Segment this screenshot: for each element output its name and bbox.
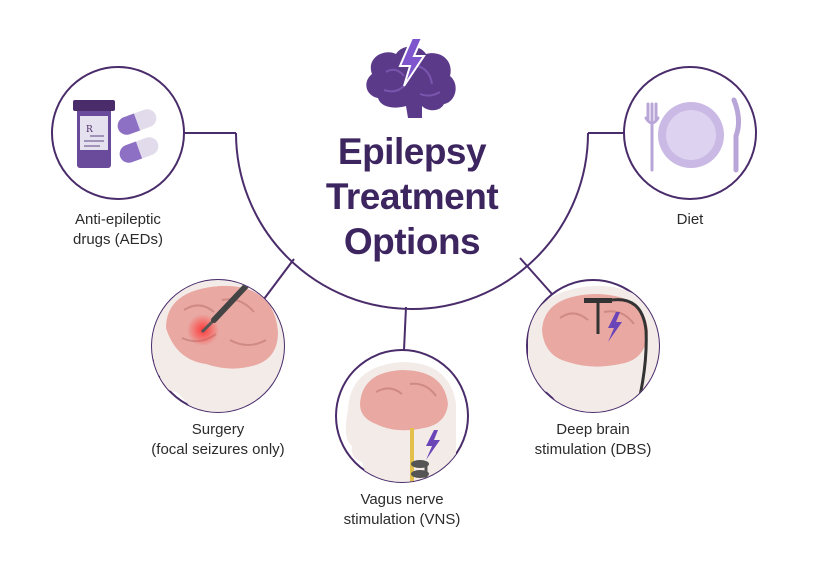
caption-surgery: Surgery (focal seizures only): [118, 420, 318, 460]
caption-surgery-line2: (focal seizures only): [151, 441, 285, 458]
title-line-1: Epilepsy: [337, 131, 487, 172]
caption-dbs-line1: Deep brain: [556, 421, 630, 438]
title-line-3: Options: [343, 221, 481, 262]
pill-bottle-icon: R: [51, 66, 185, 200]
connector-surgery: [263, 258, 295, 300]
svg-text:R: R: [86, 125, 93, 135]
caption-vns: Vagus nerve stimulation (VNS): [317, 490, 487, 530]
caption-diet-line1: Diet: [676, 211, 704, 228]
caption-surgery-line1: Surgery: [191, 421, 245, 438]
connector-vns: [403, 306, 407, 351]
brain-lightning-icon: [366, 37, 456, 118]
central-arc: [235, 132, 589, 310]
connector-lines: [184, 132, 624, 351]
caption-vns-line1: Vagus nerve: [360, 491, 444, 508]
caption-aeds-line1: Anti-epileptic: [75, 211, 161, 228]
caption-aeds: Anti-epileptic drugs (AEDs): [38, 210, 198, 250]
plate-cutlery-icon: [623, 66, 757, 200]
title-line-2: Treatment: [325, 176, 499, 217]
caption-dbs: Deep brain stimulation (DBS): [508, 420, 678, 460]
caption-dbs-line2: stimulation (DBS): [534, 441, 652, 458]
caption-diet: Diet: [640, 210, 740, 230]
connector-dbs: [519, 257, 553, 295]
head-vns-icon: [335, 349, 469, 483]
head-surgery-icon: [151, 279, 285, 413]
caption-vns-line2: stimulation (VNS): [343, 511, 461, 528]
head-dbs-icon: [526, 279, 660, 413]
caption-aeds-line2: drugs (AEDs): [72, 231, 164, 248]
